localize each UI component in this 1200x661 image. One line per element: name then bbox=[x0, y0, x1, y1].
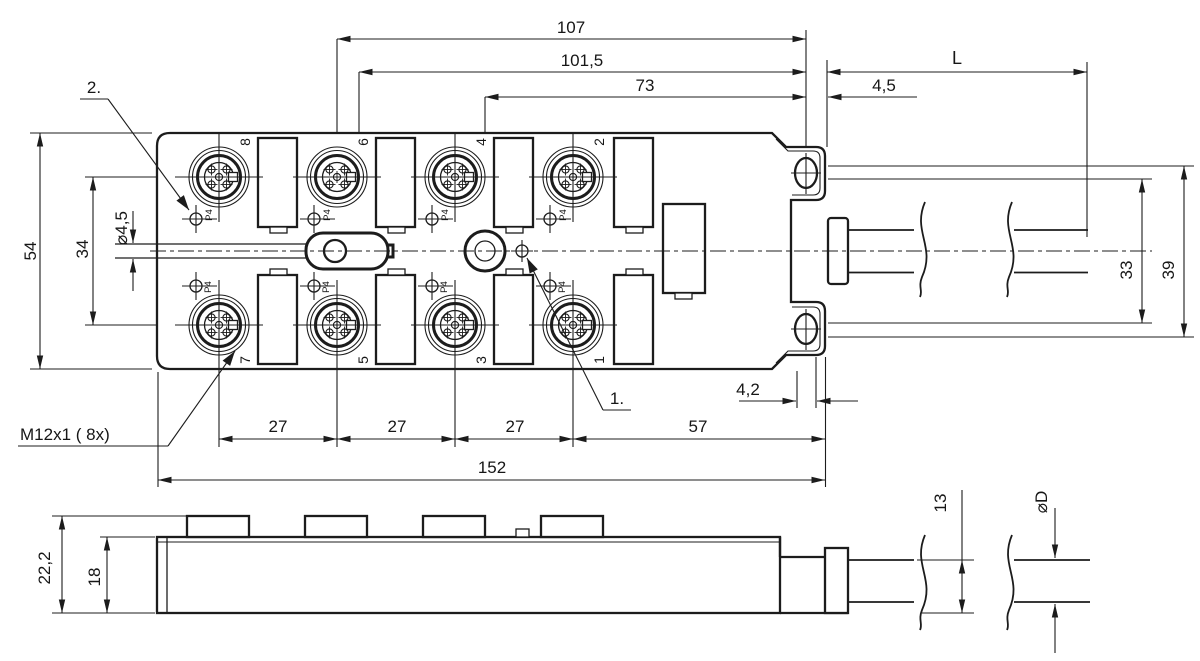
dim-57: 57 bbox=[689, 417, 708, 436]
port-label: P4 bbox=[557, 281, 568, 293]
port-label: P4 bbox=[203, 281, 214, 293]
dim-cable-dia: ⌀D bbox=[1032, 491, 1051, 514]
dim-101-5: 101,5 bbox=[561, 51, 604, 70]
dim-39: 39 bbox=[1159, 261, 1178, 280]
dim-27b: 27 bbox=[388, 417, 407, 436]
dim-73: 73 bbox=[636, 76, 655, 95]
port-number: 6 bbox=[355, 138, 371, 146]
cable-exit bbox=[826, 201, 1088, 298]
port-number: 7 bbox=[237, 356, 253, 364]
dim-L: L bbox=[952, 48, 962, 68]
dim-27c: 27 bbox=[506, 417, 525, 436]
connector-5: 5 P4 bbox=[293, 271, 381, 364]
extension-lines bbox=[30, 30, 1194, 487]
break-line bbox=[1006, 201, 1015, 298]
side-view: 22,2 18 13 ⌀D bbox=[35, 490, 1090, 653]
dim-4-5: 4,5 bbox=[872, 76, 896, 95]
dimensions-side: 22,2 18 13 ⌀D bbox=[35, 490, 1059, 653]
break-line bbox=[919, 534, 928, 631]
port-label: P4 bbox=[321, 281, 332, 293]
dim-34: 34 bbox=[73, 240, 92, 259]
dim-107: 107 bbox=[557, 18, 585, 37]
break-line bbox=[919, 201, 928, 298]
side-gland bbox=[823, 546, 850, 615]
connector-6: 6 P4 bbox=[293, 138, 381, 234]
connector-2: 2 P4 bbox=[529, 138, 617, 234]
note-2: 2. bbox=[87, 78, 101, 97]
dim-4-2: 4,2 bbox=[736, 380, 760, 399]
leader-notes: 2. 1. M12x1 ( 8x) bbox=[18, 78, 631, 447]
dim-18: 18 bbox=[85, 568, 104, 587]
slot-stub bbox=[388, 243, 395, 259]
dim-slot-dia: ⌀4,5 bbox=[112, 211, 131, 245]
break-line bbox=[1006, 534, 1015, 631]
port-label: P4 bbox=[558, 209, 569, 221]
port-number: 8 bbox=[237, 138, 253, 146]
connector-3: 3 P4 bbox=[411, 271, 499, 364]
m12-connectors: 8 P4 6 P4 4 P4 2 P4 7 P4 5 P4 3 P4 1 bbox=[175, 138, 617, 364]
dim-33: 33 bbox=[1117, 261, 1136, 280]
connector-8: 8 P4 bbox=[175, 138, 263, 234]
dim-13: 13 bbox=[931, 494, 950, 513]
channel-blocks bbox=[256, 136, 707, 366]
connector-4: 4 P4 bbox=[411, 138, 499, 234]
ear-inner-bottom bbox=[775, 306, 821, 364]
center-block bbox=[661, 202, 707, 295]
note-1: 1. bbox=[610, 389, 624, 408]
port-number: 1 bbox=[591, 356, 607, 364]
top-view: 8 P4 6 P4 4 P4 2 P4 7 P4 5 P4 3 P4 1 bbox=[18, 18, 1194, 487]
thread-label: M12x1 ( 8x) bbox=[20, 425, 110, 444]
connector-1: 1 P4 bbox=[529, 271, 617, 364]
port-label: P4 bbox=[322, 209, 333, 221]
dimensions-top: 107 101,5 73 4,5 L 54 34 ⌀4,5 33 39 27 bbox=[21, 18, 1188, 484]
port-label: P4 bbox=[204, 209, 215, 221]
port-number: 4 bbox=[473, 138, 489, 146]
dim-22-2: 22,2 bbox=[35, 551, 54, 584]
port-number: 2 bbox=[591, 138, 607, 146]
side-body bbox=[155, 514, 1090, 631]
port-number: 3 bbox=[473, 356, 489, 364]
dim-152: 152 bbox=[478, 458, 506, 477]
port-number: 5 bbox=[355, 356, 371, 364]
port-label: P4 bbox=[440, 209, 451, 221]
dim-54: 54 bbox=[21, 242, 40, 261]
ear-inner-top bbox=[775, 138, 821, 196]
connector-7: 7 P4 bbox=[175, 271, 263, 364]
dim-27a: 27 bbox=[269, 417, 288, 436]
port-label: P4 bbox=[439, 281, 450, 293]
column-centerlines bbox=[218, 133, 574, 371]
